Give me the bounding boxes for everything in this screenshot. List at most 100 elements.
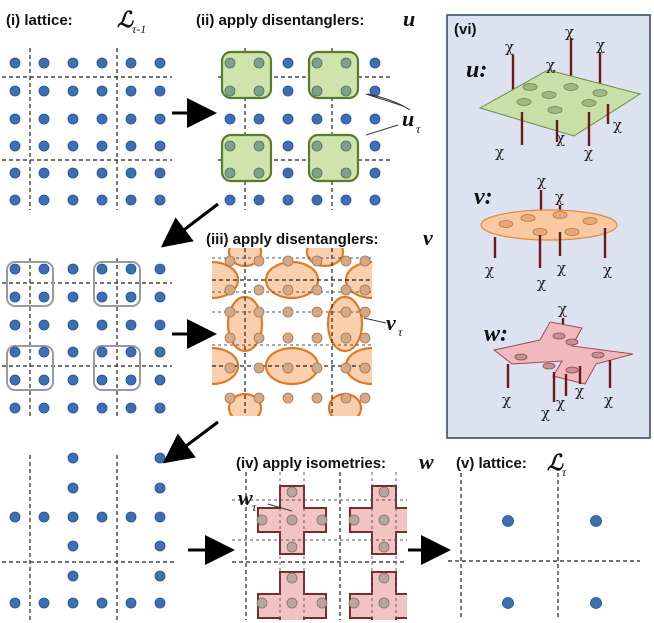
lattice-site	[38, 263, 50, 275]
lattice-site	[316, 514, 328, 526]
lattice-site	[9, 167, 21, 179]
lattice-site	[502, 597, 514, 609]
v-tau-annotation: v τ	[363, 310, 403, 339]
lattice-site	[67, 319, 79, 331]
lattice-site	[340, 362, 352, 374]
panel-iii-title: (iii) apply disentanglers:	[206, 231, 379, 248]
panel-i-subscript: τ-1	[132, 22, 146, 36]
lattice-site	[224, 113, 236, 125]
lattice-site	[378, 514, 390, 526]
inset-vi-title: (vi)	[454, 21, 477, 38]
panel-v-symbol: ℒ	[547, 450, 564, 475]
bond-chi: χ	[485, 261, 494, 279]
lattice-site	[38, 291, 50, 303]
lattice-site	[96, 402, 108, 414]
lattice-site	[96, 57, 108, 69]
lattice-site	[96, 167, 108, 179]
panel-ii-symbol: u	[403, 6, 415, 31]
lattice-site	[38, 167, 50, 179]
tensor-site	[564, 228, 580, 236]
panel-i-title: (i) lattice:	[6, 12, 73, 29]
tensor-site	[591, 351, 605, 359]
panel-i-symbol: ℒ	[117, 7, 134, 32]
lattice-site	[96, 597, 108, 609]
lattice-site	[67, 452, 79, 464]
lattice-site	[286, 486, 298, 498]
lattice-site	[311, 255, 323, 267]
lattice-site	[9, 113, 21, 125]
lattice-site	[154, 540, 166, 552]
lattice-site	[224, 255, 236, 267]
tensor-site	[532, 228, 548, 236]
lattice-site	[9, 346, 21, 358]
lattice-site	[286, 572, 298, 584]
bond-chi: χ	[557, 259, 566, 277]
tensor-site	[592, 89, 608, 97]
svg-text:v:: v:	[474, 184, 493, 210]
panel-ii-title: (ii) apply disentanglers:	[196, 12, 364, 29]
lattice-site	[154, 113, 166, 125]
lattice-site	[154, 597, 166, 609]
lattice-site	[125, 113, 137, 125]
lattice-site	[96, 194, 108, 206]
lattice-site	[224, 284, 236, 296]
lattice-site	[67, 402, 79, 414]
svg-text:τ: τ	[252, 500, 257, 514]
lattice-site	[311, 392, 323, 404]
lattice-site	[38, 346, 50, 358]
lattice-site	[154, 57, 166, 69]
lattice-site	[282, 306, 294, 318]
lattice-site	[67, 597, 79, 609]
lattice-site	[253, 194, 265, 206]
lattice-site	[311, 362, 323, 374]
lattice-site	[282, 362, 294, 374]
panel-iii	[212, 248, 372, 416]
lattice-site	[224, 140, 236, 152]
panel-intermediate-bottom	[2, 452, 176, 620]
lattice-site	[224, 85, 236, 97]
bond-chi: χ	[505, 38, 514, 56]
lattice-site	[348, 597, 360, 609]
disentangler-outline	[93, 261, 141, 307]
lattice-site	[96, 140, 108, 152]
lattice-site	[9, 85, 21, 97]
lattice-site	[282, 332, 294, 344]
svg-text:w:: w:	[484, 321, 508, 347]
lattice-site	[125, 346, 137, 358]
lattice-site	[311, 194, 323, 206]
lattice-site	[282, 113, 294, 125]
lattice-site	[154, 85, 166, 97]
lattice-site	[359, 392, 371, 404]
lattice-site	[311, 167, 323, 179]
lattice-site	[154, 291, 166, 303]
lattice-site	[154, 263, 166, 275]
lattice-site	[154, 482, 166, 494]
lattice-site	[590, 597, 602, 609]
disentangler-outline	[6, 261, 54, 307]
lattice-site	[256, 597, 268, 609]
lattice-site	[38, 402, 50, 414]
lattice-site	[359, 362, 371, 374]
tensor-site	[582, 217, 598, 225]
lattice-site	[224, 167, 236, 179]
lattice-site	[38, 319, 50, 331]
lattice-site	[253, 167, 265, 179]
lattice-site	[378, 486, 390, 498]
tensor-site	[541, 91, 557, 99]
lattice-site	[125, 402, 137, 414]
lattice-site	[9, 374, 21, 386]
bond-chi: χ	[556, 394, 565, 412]
lattice-site	[67, 167, 79, 179]
bond-chi: χ	[604, 391, 613, 409]
lattice-site	[286, 597, 298, 609]
lattice-site	[67, 291, 79, 303]
lattice-site	[502, 515, 514, 527]
lattice-site	[154, 511, 166, 523]
lattice-site	[359, 284, 371, 296]
lattice-site	[125, 57, 137, 69]
lattice-site	[96, 291, 108, 303]
bond-chi: χ	[555, 188, 564, 206]
lattice-site	[282, 392, 294, 404]
lattice-site	[359, 332, 371, 344]
lattice-site	[340, 167, 352, 179]
